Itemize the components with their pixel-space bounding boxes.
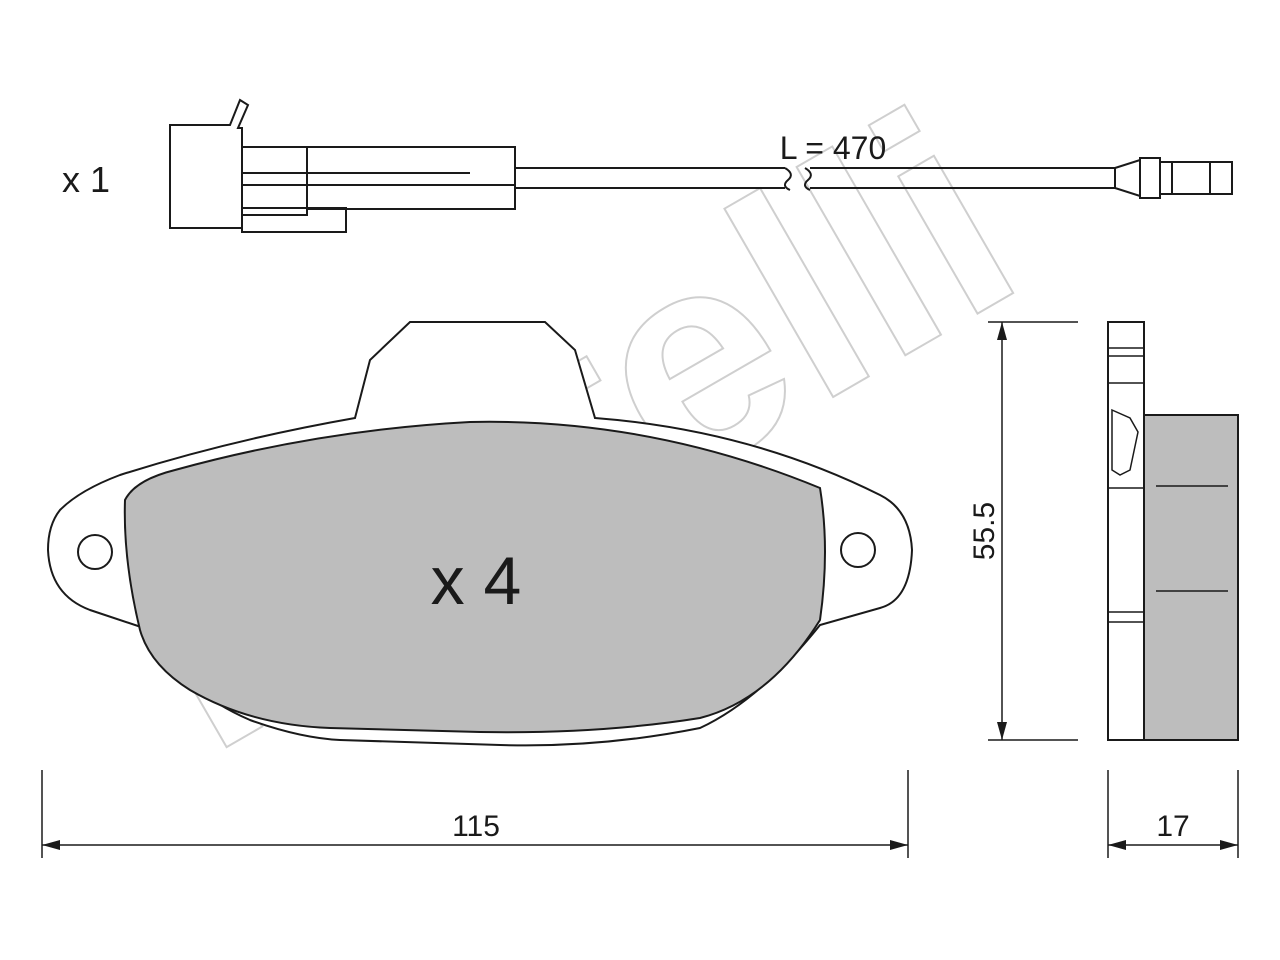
height-dimension-label: 55.5 — [968, 502, 1001, 560]
brake-pad-side — [1107, 321, 1239, 741]
sensor-length-label: L = 470 — [780, 130, 886, 166]
friction-material — [123, 420, 826, 734]
sensor-quantity-label: x 1 — [62, 159, 110, 200]
pad-quantity-label: x 4 — [431, 543, 522, 619]
sensor-tip — [1114, 157, 1233, 199]
width-dimension-label: 115 — [452, 810, 500, 843]
thickness-dimension-label: 17 — [1156, 810, 1189, 843]
height-dimension: 55.5 — [968, 321, 1078, 741]
side-backing-plate — [1107, 321, 1145, 741]
sensor-cable — [515, 167, 1115, 191]
brake-pad-front: x 4 — [46, 321, 914, 747]
thickness-dimension: 17 — [1107, 770, 1239, 858]
side-friction-material — [1143, 414, 1239, 741]
sensor-connector — [169, 98, 516, 233]
mounting-hole-left — [77, 534, 113, 570]
mounting-hole-right — [840, 532, 876, 568]
wear-sensor: x 1 L = 470 — [62, 98, 1233, 233]
width-dimension: 115 — [41, 770, 909, 858]
